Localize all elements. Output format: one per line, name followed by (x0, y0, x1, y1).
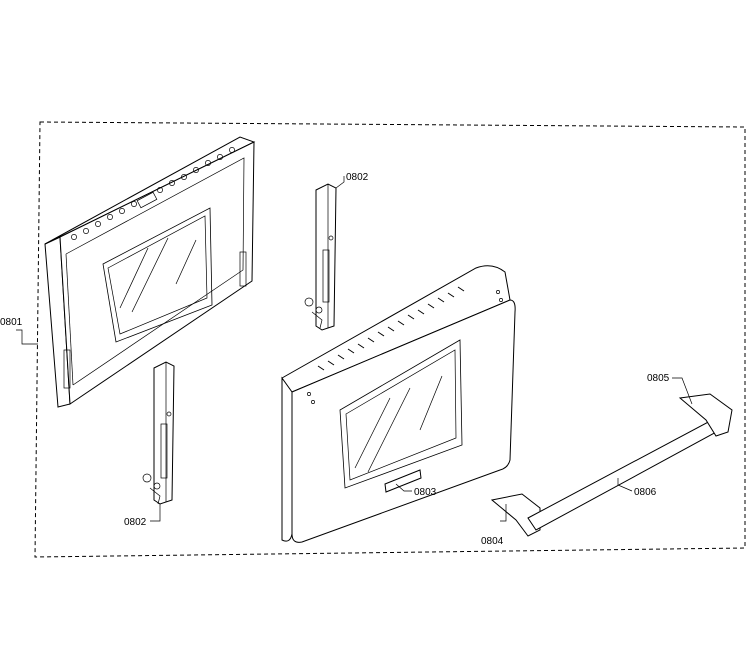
assembly-boundary (34, 121, 746, 558)
label-0804: 0804 (481, 536, 504, 547)
outer-door-vent-slots (317, 286, 465, 371)
label-0806: 0806 (634, 487, 657, 498)
frame-vent-holes (71, 147, 235, 240)
outer-door (281, 265, 516, 543)
leader-lines (16, 176, 693, 522)
handle-bar (527, 419, 721, 531)
handle-assembly (490, 393, 733, 537)
handle-end-right (678, 393, 733, 437)
inner-door-frame (44, 136, 256, 408)
hinge-top (304, 183, 337, 331)
label-0802-top: 0802 (346, 172, 369, 183)
handle-end-left (490, 493, 541, 537)
label-0802-bottom: 0802 (124, 517, 147, 528)
hinge-bottom (142, 361, 175, 505)
label-0803: 0803 (414, 487, 437, 498)
label-0801: 0801 (0, 317, 23, 328)
label-0805: 0805 (647, 373, 670, 384)
